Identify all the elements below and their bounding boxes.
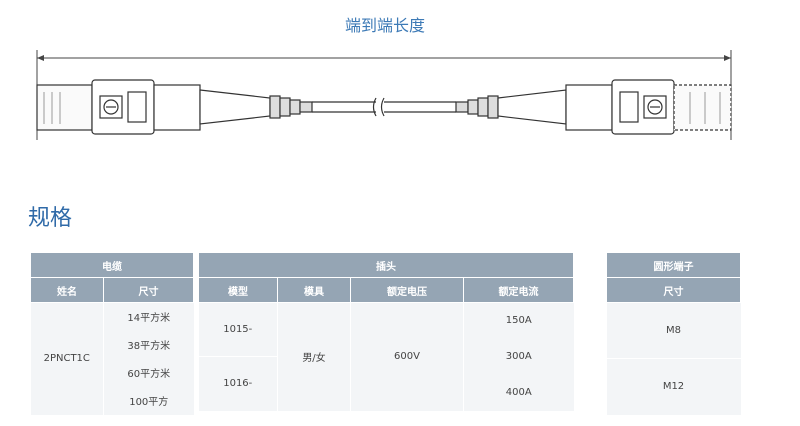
plug-voltage: 600V: [350, 302, 464, 411]
plug-current: 150A: [463, 302, 574, 339]
cable-size: 38平方米: [103, 330, 194, 359]
plug-table-title: 插头: [198, 252, 574, 278]
plug-current: 300A: [463, 338, 574, 375]
plug-mold: 男/女: [277, 302, 351, 411]
cable: [312, 97, 456, 117]
cable-size: 14平方米: [103, 302, 194, 331]
right-connector: [455, 79, 732, 135]
cable-size: 60平方米: [103, 358, 194, 387]
header-rated-current: 额定电流: [463, 277, 574, 303]
lug-table-title: 圆形端子: [606, 252, 741, 278]
dimension-label: 端到端长度: [344, 16, 425, 35]
plug-table: 插头 模型 模具 额定电压 额定电流 1015- 男/女 600V 150A 3…: [198, 252, 574, 411]
plug-model: 1015-: [198, 302, 278, 357]
header-mold: 模具: [277, 277, 351, 303]
left-connector: [36, 79, 313, 135]
header-size: 尺寸: [606, 277, 741, 303]
cable-assembly-diagram: [36, 50, 732, 140]
round-lug-table: 圆形端子 尺寸 M8 M12: [606, 252, 741, 415]
header-name: 姓名: [30, 277, 104, 303]
lug-size: M8: [606, 302, 741, 359]
specs-heading: 规格: [28, 206, 73, 231]
cable-table: 电缆 姓名 尺寸 2PNCT1C 14平方米 38平方米 60平方米 100平方: [30, 252, 194, 415]
cable-name: 2PNCT1C: [30, 302, 104, 415]
cable-table-title: 电缆: [30, 252, 194, 278]
header-size: 尺寸: [103, 277, 194, 303]
plug-current: 400A: [463, 374, 574, 411]
cable-size: 100平方: [103, 386, 194, 415]
lug-size: M12: [606, 358, 741, 415]
header-rated-voltage: 额定电压: [350, 277, 464, 303]
header-model: 模型: [198, 277, 278, 303]
plug-model: 1016-: [198, 356, 278, 411]
